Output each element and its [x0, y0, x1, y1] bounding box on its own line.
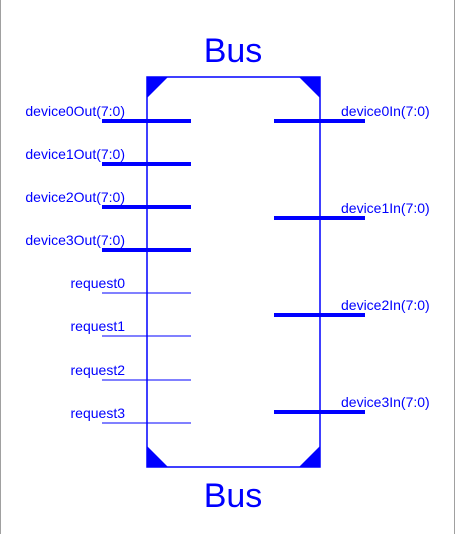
left-pin-label-7: request3 — [71, 405, 126, 421]
corner-marker-top-left — [147, 77, 168, 98]
component-body[interactable] — [146, 76, 321, 468]
right-pin-label-3: device3In(7:0) — [341, 394, 430, 410]
corner-marker-bottom-left — [147, 446, 168, 467]
left-pin-label-5: request1 — [71, 318, 126, 334]
corner-marker-bottom-right — [299, 446, 320, 467]
right-pin-label-0: device0In(7:0) — [341, 103, 430, 119]
left-pin-label-2: device2Out(7:0) — [25, 189, 125, 205]
component-title-top: Bus — [204, 32, 263, 70]
left-pin-label-4: request0 — [71, 275, 126, 291]
left-pin-label-1: device1Out(7:0) — [25, 146, 125, 162]
right-pin-label-2: device2In(7:0) — [341, 297, 430, 313]
right-pin-label-1: device1In(7:0) — [341, 200, 430, 216]
component-title-bottom: Bus — [204, 477, 263, 515]
left-pin-label-0: device0Out(7:0) — [25, 103, 125, 119]
left-pin-label-6: request2 — [71, 362, 126, 378]
corner-marker-top-right — [299, 77, 320, 98]
left-pin-label-3: device3Out(7:0) — [25, 232, 125, 248]
